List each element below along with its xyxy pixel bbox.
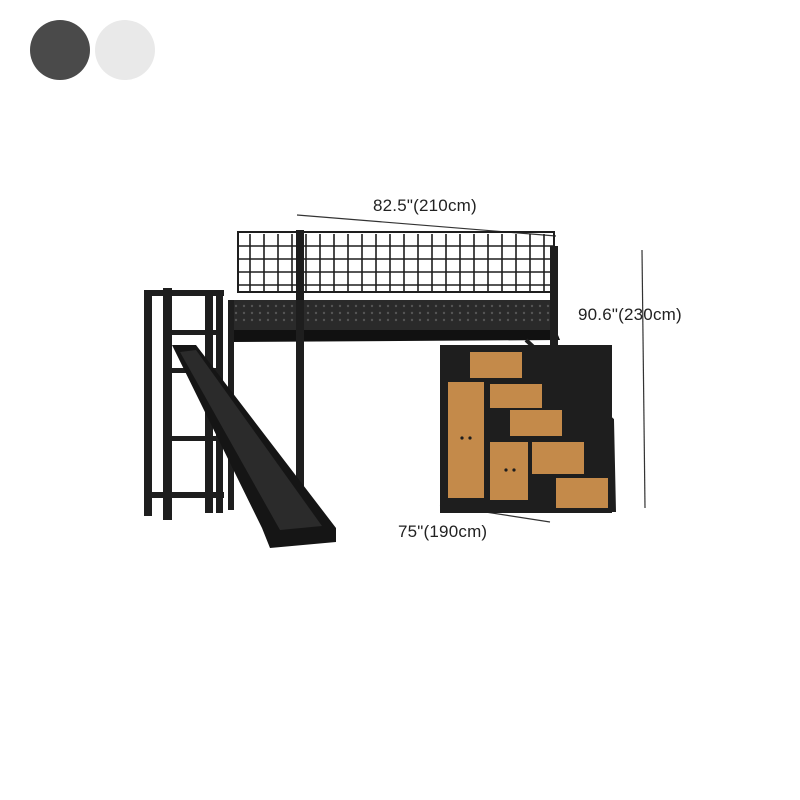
slide bbox=[172, 345, 336, 548]
color-swatch-black[interactable] bbox=[30, 20, 90, 80]
storage-staircase bbox=[440, 338, 616, 513]
guard-rail bbox=[237, 231, 555, 293]
color-swatch-white[interactable] bbox=[95, 20, 155, 80]
height-dimension-line bbox=[641, 249, 646, 509]
height-dimension-label: 90.6"(230cm) bbox=[578, 305, 682, 324]
width-dimension-label: 82.5"(210cm) bbox=[373, 196, 477, 215]
bed-platform bbox=[228, 300, 560, 342]
depth-dimension-label: 75"(190cm) bbox=[398, 522, 488, 541]
